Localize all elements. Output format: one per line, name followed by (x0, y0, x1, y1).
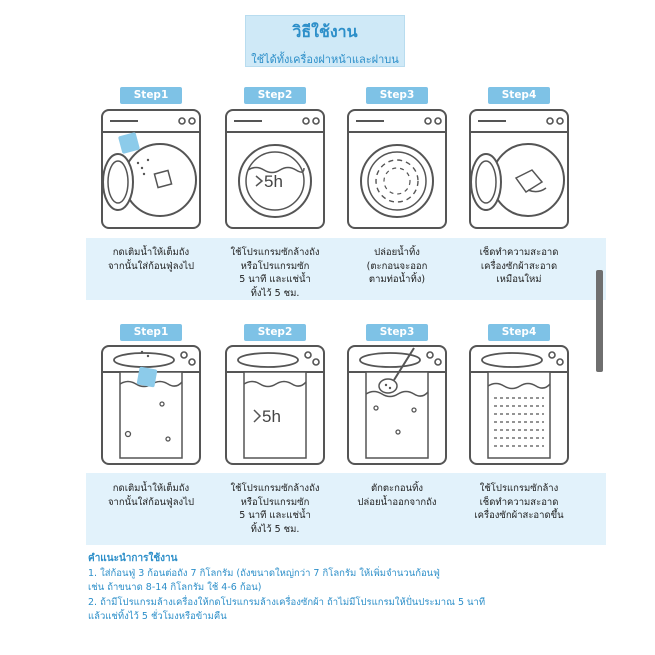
front-load-caption-band (86, 238, 606, 300)
page-title: วิธีใช้งาน (292, 22, 358, 41)
top-step2-badge: Step2 (244, 324, 306, 341)
top-step2-illustration: 5h (222, 344, 328, 466)
top-load-caption-band (86, 473, 606, 545)
front-step2-badge: Step2 (244, 87, 306, 104)
front-loader-soak-icon: 5h (225, 109, 325, 229)
usage-tip-line: 1. ใส่ก้อนฟู่ 3 ก้อนต่อถัง 7 กิโลกรัม (ถ… (88, 567, 440, 579)
top-step4-badge: Step4 (488, 324, 550, 341)
front-step1-illustration (98, 108, 204, 230)
front-step4-badge: Step4 (488, 87, 550, 104)
front-step3-caption: ปล่อยน้ำทิ้ง(ตะกอนจะออก ตามท่อน้ำทิ้ง) (366, 247, 428, 285)
front-loader-drain-icon (347, 109, 447, 229)
top-loader-scoop-icon (347, 345, 447, 465)
usage-tips: คำแนะนำการใช้งาน 1. ใส่ก้อนฟู่ 3 ก้อนต่อ… (88, 552, 608, 625)
top-loader-soak-icon: 5h (225, 345, 325, 465)
front-loader-open-door-icon (101, 109, 201, 229)
top-step1-badge: Step1 (120, 324, 182, 341)
usage-tip-line: 2. ถ้ามีโปรแกรมล้างเครื่องให้กดโปรแกรมล้… (88, 596, 486, 608)
top-step1-caption: กดเติมน้ำให้เต็มถังจากนั้นใส่ก้อนฟู่ลงไป (107, 483, 195, 508)
top-step3-caption: ตักตะกอนทิ้งปล่อยน้ำออกจากถัง (357, 483, 437, 508)
front-step3-illustration (344, 108, 450, 230)
top-step4-illustration (466, 344, 572, 466)
front-step2-timer: 5h (264, 172, 283, 191)
front-step4-caption: เช็ดทำความสะอาดเครื่องซักผ้าสะอาด เหมือน… (479, 247, 559, 285)
top-step2-timer: 5h (262, 407, 281, 426)
front-step2-illustration: 5h (222, 108, 328, 230)
top-step3-illustration (344, 344, 450, 466)
top-step1-illustration (98, 344, 204, 466)
scrollbar-thumb[interactable] (596, 270, 603, 372)
top-step4-caption: ใช้โปรแกรมซักล้างเช็ดทำความสะอาด เครื่อง… (474, 483, 564, 521)
top-step3-badge: Step3 (366, 324, 428, 341)
front-step1-badge: Step1 (120, 87, 182, 104)
top-loader-add-tablet-icon (101, 345, 201, 465)
title-box: วิธีใช้งาน ใช้ได้ทั้งเครื่องฝาหน้าและฝาบ… (245, 15, 405, 67)
front-step4-illustration (466, 108, 572, 230)
front-step3-badge: Step3 (366, 87, 428, 104)
top-step2-caption: ใช้โปรแกรมซักล้างถังหรือโปรแกรมซัก 5 นาท… (230, 483, 320, 535)
front-step1-caption: กดเติมน้ำให้เต็มถังจากนั้นใส่ก้อนฟู่ลงไป (107, 247, 195, 272)
top-loader-clean-icon (469, 345, 569, 465)
usage-tips-title: คำแนะนำการใช้งาน (88, 553, 178, 564)
usage-tip-line: เช่น ถ้าขนาด 8-14 กิโลกรัม ใช้ 4-6 ก้อน) (88, 582, 262, 593)
page-subtitle: ใช้ได้ทั้งเครื่องฝาหน้าและฝาบน (251, 53, 399, 66)
front-loader-wipe-icon (469, 109, 569, 229)
usage-tip-line: แล้วแช่ทิ้งไว้ 5 ชั่วโมงหรือข้ามคืน (88, 611, 227, 622)
front-step2-caption: ใช้โปรแกรมซักล้างถังหรือโปรแกรมซัก 5 นาท… (230, 247, 320, 299)
